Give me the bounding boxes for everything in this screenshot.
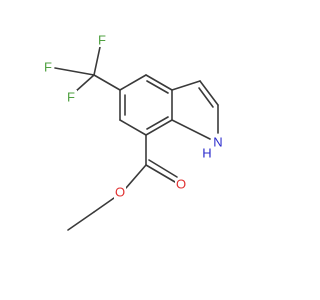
- bond-c5-cf3: [93, 74, 121, 91]
- bond-carbonyl-o-double-b: [148, 159, 178, 178]
- fluorine-atom-left: F: [42, 59, 54, 74]
- bond-c4-c3a: [145, 74, 173, 91]
- fluorine-atom-bottom: F: [65, 89, 77, 104]
- fluorine-label-top: F: [98, 32, 106, 47]
- indole-nh-hydrogen-atom: H: [202, 145, 213, 160]
- bond-carbonyl-o-ether: [125, 164, 147, 189]
- bond-c3-c2-inner: [198, 87, 214, 108]
- bond-c5-c4: [119, 74, 147, 91]
- carbonyl-oxygen-atom: O: [175, 176, 187, 192]
- bond-cf3-f-left: [54, 67, 95, 76]
- bond-c4-c3a-inner: [146, 80, 169, 94]
- bond-c7a-c7: [145, 119, 173, 136]
- nh-hydrogen-label: H: [202, 145, 211, 160]
- indole-nitrogen-atom: N: [212, 134, 224, 150]
- bond-o-ch2: [93, 197, 115, 213]
- bond-cf3-f-bottom: [74, 74, 95, 93]
- bond-carbonyl-o-double-a: [145, 164, 176, 183]
- bond-c3a-c3: [171, 80, 201, 91]
- carbonyl-oxygen-label: O: [176, 176, 186, 191]
- bond-c7-c6: [119, 119, 147, 136]
- bond-ch2-ch3: [67, 211, 95, 231]
- bond-c7a-c7-inner: [146, 116, 169, 130]
- molecule-structure-diagram: F F F N H O O: [42, 32, 224, 231]
- bond-c3-c2: [199, 80, 219, 106]
- ester-oxygen-atom: O: [114, 184, 126, 200]
- fluorine-label-bottom: F: [67, 89, 75, 104]
- fluorine-atom-top: F: [96, 32, 108, 47]
- ester-oxygen-label: O: [115, 184, 125, 199]
- fluorine-label-left: F: [44, 59, 52, 74]
- atom-label-layer: F F F N H O O: [42, 32, 224, 200]
- bond-cf3-f-top: [93, 46, 101, 76]
- bond-n1-c7a: [171, 119, 211, 140]
- bond-layer: [54, 46, 219, 231]
- nitrogen-label: N: [213, 134, 222, 149]
